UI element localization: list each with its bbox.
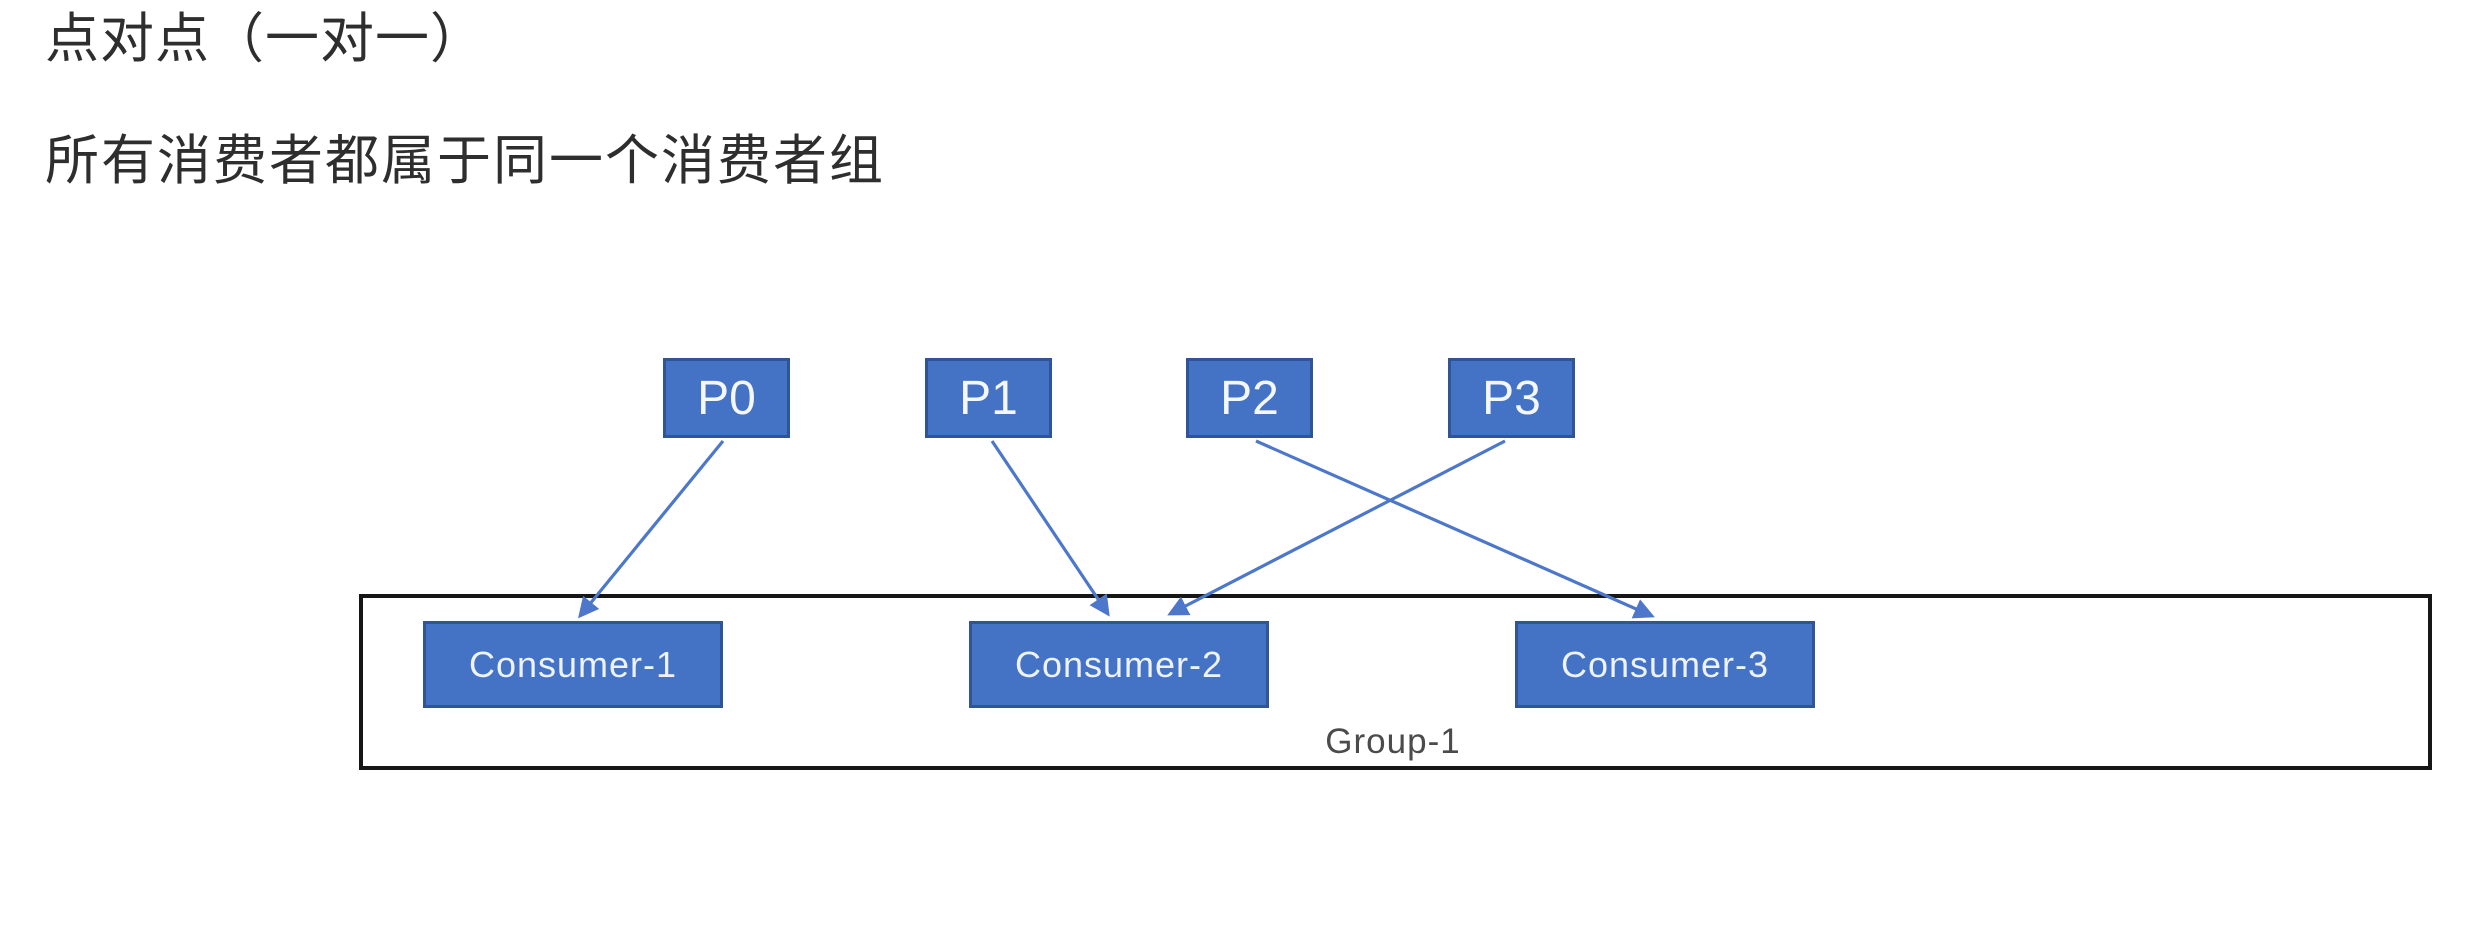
partition-label: P0 xyxy=(697,371,756,425)
consumer-node-1: Consumer-1 xyxy=(423,621,723,708)
consumer-node-2: Consumer-2 xyxy=(969,621,1269,708)
arrow-p0-to-consumer-1 xyxy=(578,439,725,619)
arrow-p2-to-consumer-3 xyxy=(1255,439,1655,619)
partition-node-p1: P1 xyxy=(925,358,1052,438)
partition-node-p2: P2 xyxy=(1186,358,1313,438)
partition-node-p0: P0 xyxy=(663,358,790,438)
slide-heading: 点对点（一对一） xyxy=(45,9,485,69)
consumer-group-label: Group-1 xyxy=(1325,722,1461,761)
slide-subheading: 所有消费者都属于同一个消费者组 xyxy=(45,131,885,191)
consumer-node-3: Consumer-3 xyxy=(1515,621,1815,708)
arrow-p3-to-consumer-2 xyxy=(1167,439,1506,616)
partition-node-p3: P3 xyxy=(1448,358,1575,438)
partition-label: P1 xyxy=(959,371,1018,425)
consumer-label: Consumer-3 xyxy=(1560,643,1770,685)
consumer-label: Consumer-1 xyxy=(468,643,678,685)
consumer-label: Consumer-2 xyxy=(1014,643,1224,685)
partition-label: P3 xyxy=(1482,371,1541,425)
arrow-p1-to-consumer-2 xyxy=(990,440,1110,617)
partition-label: P2 xyxy=(1220,371,1279,425)
